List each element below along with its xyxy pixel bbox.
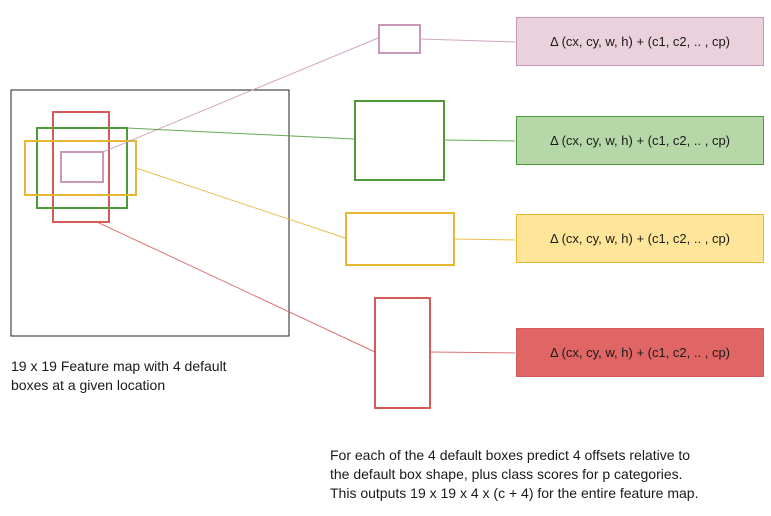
description-text: For each of the 4 default boxes predict … [330, 446, 698, 503]
connector-green [126, 127, 355, 140]
output-arrow-red [429, 351, 516, 354]
feature-map-caption-line: boxes at a given location [11, 377, 166, 393]
default-box-yellow [24, 140, 137, 196]
feature-map-caption: 19 x 19 Feature map with 4 default boxes… [11, 357, 227, 395]
enlarged-box-green [354, 100, 445, 181]
formula-box-green: Δ (cx, cy, w, h) + (c1, c2, .. , cp) [516, 116, 764, 165]
feature-map-caption-line: 19 x 19 Feature map with 4 default [11, 358, 227, 374]
output-arrow-pink [419, 38, 516, 43]
default-box-green [36, 127, 128, 209]
feature-map [10, 89, 290, 337]
connector-pink [102, 37, 379, 153]
enlarged-box-yellow [345, 212, 455, 266]
output-arrow-green [443, 139, 516, 142]
connector-yellow [135, 167, 346, 239]
default-box-pink [60, 151, 104, 183]
formula-box-pink: Δ (cx, cy, w, h) + (c1, c2, .. , cp) [516, 17, 764, 66]
description-line: the default box shape, plus class scores… [330, 466, 683, 482]
description-line: This outputs 19 x 19 x 4 x (c + 4) for t… [330, 485, 699, 501]
connector-red [96, 221, 376, 353]
description-line: For each of the 4 default boxes predict … [330, 447, 691, 463]
enlarged-box-pink [378, 24, 421, 54]
output-arrow-yellow [453, 238, 516, 241]
formula-box-yellow: Δ (cx, cy, w, h) + (c1, c2, .. , cp) [516, 214, 764, 263]
default-box-red [52, 111, 110, 223]
formula-box-red: Δ (cx, cy, w, h) + (c1, c2, .. , cp) [516, 328, 764, 377]
enlarged-box-red [374, 297, 431, 409]
